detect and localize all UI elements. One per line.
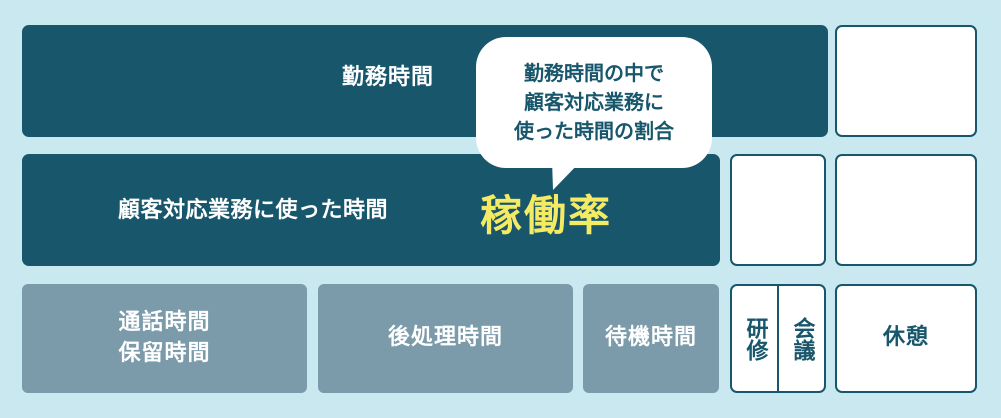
talk-hold-time-box: 通話時間 保留時間 (22, 284, 307, 393)
customer-time-label: 顧客対応業務に使った時間 (118, 198, 389, 223)
empty-box-row1 (835, 25, 977, 137)
bubble-line-3: 使った時間の割合 (514, 119, 674, 143)
after-work-time-box: 後処理時間 (318, 284, 573, 393)
meeting-cell: 会議 (779, 286, 824, 391)
after-work-time-label: 後処理時間 (387, 325, 503, 351)
hold-time-label: 保留時間 (118, 340, 211, 366)
talk-time-label: 通話時間 (118, 309, 211, 335)
empty-box-row2-b (835, 154, 977, 266)
training-label: 研修 (742, 316, 768, 361)
bubble-line-2: 顧客対応業務に (524, 90, 664, 114)
idle-time-box: 待機時間 (583, 284, 719, 393)
empty-box-row2-a (730, 154, 826, 266)
bubble-line-1: 勤務時間の中で (524, 61, 664, 85)
meeting-label: 会議 (789, 316, 815, 361)
training-meeting-box: 研修 会議 (730, 284, 826, 393)
speech-bubble: 勤務時間の中で 顧客対応業務に 使った時間の割合 (476, 37, 712, 168)
training-cell: 研修 (732, 286, 779, 391)
break-label: 休憩 (882, 325, 929, 351)
idle-time-label: 待機時間 (604, 325, 697, 351)
customer-time-box: 顧客対応業務に使った時間 稼働率 (22, 154, 720, 266)
break-box: 休憩 (835, 284, 977, 393)
utilization-rate-label: 稼働率 (480, 191, 613, 240)
speech-bubble-tail-icon (552, 160, 582, 190)
work-hours-label: 勤務時間 (342, 65, 435, 90)
